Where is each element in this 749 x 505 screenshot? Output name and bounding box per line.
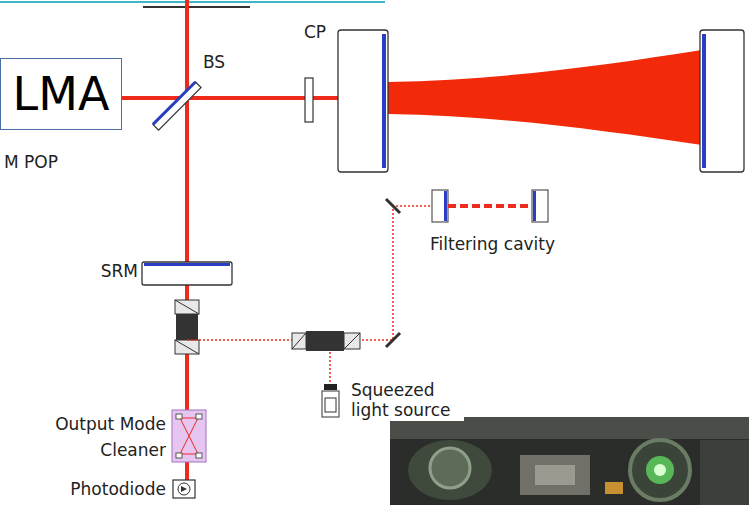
input-mirror bbox=[338, 30, 388, 172]
component-label: Filtering cavity bbox=[430, 234, 590, 254]
faraday-isolator bbox=[175, 300, 199, 354]
laser-beam bbox=[185, 462, 189, 480]
compensation-plate bbox=[305, 78, 313, 122]
component-label: Photodiode bbox=[20, 479, 166, 499]
lab-photo bbox=[390, 417, 749, 505]
laser-box: LMA bbox=[0, 58, 122, 130]
srm-mirror bbox=[142, 262, 232, 285]
photodiode-icon bbox=[173, 480, 195, 498]
end-mirror bbox=[700, 30, 744, 172]
component-label: BS bbox=[203, 52, 243, 72]
steering-mirror bbox=[386, 333, 400, 347]
component-label: SRM bbox=[80, 261, 138, 281]
squeezed-beam bbox=[362, 206, 432, 340]
laser-beam bbox=[185, 0, 189, 262]
squeezer-icon bbox=[322, 384, 339, 417]
arm-beam bbox=[388, 50, 702, 145]
top-rule bbox=[0, 1, 385, 3]
faraday-isolator bbox=[292, 331, 360, 351]
component-label: Output Mode Cleaner bbox=[20, 412, 166, 463]
beam-splitter bbox=[153, 82, 201, 130]
filtering-cavity bbox=[432, 190, 548, 222]
port-label: M POP bbox=[4, 152, 94, 172]
mirror-coating bbox=[382, 34, 386, 168]
output-mode-cleaner bbox=[172, 410, 206, 462]
steering-mirror bbox=[386, 199, 400, 213]
mirror-coating bbox=[144, 263, 230, 266]
component-label: CP bbox=[304, 22, 344, 42]
box-label: LMA bbox=[13, 67, 110, 121]
mirror-coating bbox=[702, 34, 706, 168]
mirror-edge bbox=[143, 6, 250, 8]
component-label: Squeezed light source bbox=[348, 380, 464, 421]
squeezed-beam bbox=[187, 339, 292, 341]
